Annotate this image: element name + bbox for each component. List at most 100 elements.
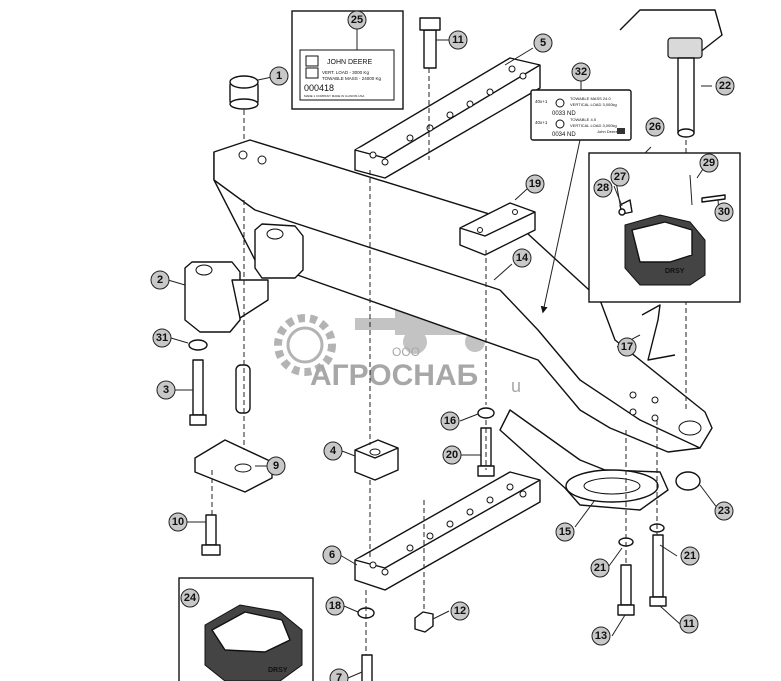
svg-text:16: 16 <box>444 415 456 427</box>
inset-26-panel: DRSY <box>588 152 741 303</box>
bolt-11-top <box>419 17 441 69</box>
svg-text:31: 31 <box>156 332 168 344</box>
svg-text:9: 9 <box>273 460 279 472</box>
plate-32-row2-right-a: TOWABLE 4.5 <box>570 117 597 122</box>
svg-text:21: 21 <box>684 550 696 562</box>
callout-13: 13 <box>591 626 611 646</box>
plate-32-row1-right-b: VERTICAL LOAD 3,000kg <box>570 102 617 107</box>
plate-25-brand: JOHN DEERE <box>327 59 372 66</box>
svg-text:6: 6 <box>329 549 335 561</box>
bolt-10 <box>201 514 221 556</box>
support-bracket <box>184 223 304 333</box>
hitch-pin-handle <box>619 9 723 138</box>
svg-text:27: 27 <box>614 171 626 183</box>
callout-4: 4 <box>323 441 343 461</box>
callout-9: 9 <box>266 456 286 476</box>
callout-17: 17 <box>617 337 637 357</box>
svg-text:25: 25 <box>351 14 363 26</box>
bolt-11-bottom <box>649 534 667 607</box>
svg-text:1: 1 <box>276 70 282 82</box>
watermark-prefix: ООО <box>392 345 420 359</box>
watermark-company-name: АГРОСНАБ <box>310 359 478 392</box>
svg-text:32: 32 <box>575 66 587 78</box>
inset-24-label: DRSY <box>268 667 288 674</box>
callout-12: 12 <box>450 601 470 621</box>
hitch-plate-top <box>354 57 541 179</box>
svg-text:14: 14 <box>516 252 529 264</box>
callout-26: 26 <box>645 117 665 137</box>
plate-32-row1-left: 40x+1 <box>535 99 548 104</box>
svg-text:23: 23 <box>718 505 730 517</box>
plate-25-line2: TOWABLE MASS - 24000 Kg <box>322 76 382 81</box>
svg-text:12: 12 <box>454 605 466 617</box>
inset-24-panel: DRSY <box>178 577 314 681</box>
plate-25-code: 000418 <box>304 83 334 93</box>
svg-text:20: 20 <box>446 449 458 461</box>
callout-7: 7 <box>329 668 349 681</box>
cap-23 <box>675 471 701 491</box>
callout-27: 27 <box>610 167 630 187</box>
svg-text:13: 13 <box>595 630 607 642</box>
callout-24: 24 <box>180 588 200 608</box>
svg-text:7: 7 <box>336 672 342 681</box>
callout-31: 31 <box>152 328 172 348</box>
callout-29: 29 <box>699 153 719 173</box>
callout-25: 25 <box>347 10 367 30</box>
svg-text:21: 21 <box>594 562 606 574</box>
plate-32-brand: John Deere <box>597 129 618 134</box>
bolt-7 <box>361 654 373 681</box>
spacer-nut-block <box>354 439 399 481</box>
plate-32-row2-right-b: VERTICAL LOAD 3,000kg <box>570 123 617 128</box>
inset-26-connector <box>644 146 652 154</box>
svg-text:17: 17 <box>621 341 633 353</box>
callout-16: 16 <box>440 411 460 431</box>
svg-text:4: 4 <box>330 445 337 457</box>
svg-text:22: 22 <box>719 80 731 92</box>
callout-30: 30 <box>714 202 734 222</box>
callout-14: 14 <box>512 248 532 268</box>
nut-12 <box>414 611 434 633</box>
svg-text:18: 18 <box>329 600 341 612</box>
watermark-suffix: u <box>511 376 521 396</box>
lock-plate <box>194 439 273 493</box>
washer-31 <box>188 339 208 351</box>
bolt-3 <box>189 359 207 426</box>
svg-text:29: 29 <box>703 157 715 169</box>
callout-11-bottom: 11 <box>679 614 699 634</box>
callout-21-right: 21 <box>680 546 700 566</box>
gear-logo-icon <box>274 314 336 376</box>
svg-text:30: 30 <box>718 206 730 218</box>
drawbar-frame <box>213 139 713 453</box>
plate-25-footer: MADE 1 COMPANY MADE IN ILLINOIS USA <box>304 94 364 98</box>
callout-23: 23 <box>714 501 734 521</box>
plate-32-row2-code: 0034 ND <box>552 132 576 138</box>
callout-2: 2 <box>150 270 170 290</box>
plate-32-row2-left: 40x+1 <box>535 120 548 125</box>
bushing-sleeve <box>235 364 251 414</box>
svg-text:15: 15 <box>559 526 571 538</box>
callout-leaders <box>167 22 720 679</box>
svg-text:24: 24 <box>184 592 197 604</box>
plate-32-row1-right-a: TOWABLE MASS 24.0 <box>570 96 611 101</box>
callout-20: 20 <box>442 445 462 465</box>
callout-6: 6 <box>322 545 342 565</box>
plate-25-line1: VERT. LOAD - 3000 Kg <box>322 70 369 75</box>
svg-text:DRSY: DRSY <box>665 268 685 275</box>
svg-text:11: 11 <box>683 618 695 630</box>
spacer-block <box>459 202 536 256</box>
callout-11-top: 11 <box>448 30 468 50</box>
plate-32-row1-code: 0033 ND <box>552 111 576 117</box>
plate-25-panel: JOHN DEERE VERT. LOAD - 3000 Kg TOWABLE … <box>291 10 404 110</box>
hitch-plate-bottom <box>354 471 541 591</box>
plug-cap <box>229 75 259 110</box>
svg-text:11: 11 <box>452 34 464 46</box>
callout-21-left: 21 <box>590 558 610 578</box>
plate-32-panel: 40x+1 TOWABLE MASS 24.0 VERTICAL LOAD 3,… <box>530 89 632 141</box>
callout-22: 22 <box>715 76 735 96</box>
washer-16 <box>477 407 495 419</box>
callout-1: 1 <box>269 66 289 86</box>
svg-text:10: 10 <box>172 516 184 528</box>
bolt-13 <box>617 564 635 616</box>
callout-18: 18 <box>325 596 345 616</box>
